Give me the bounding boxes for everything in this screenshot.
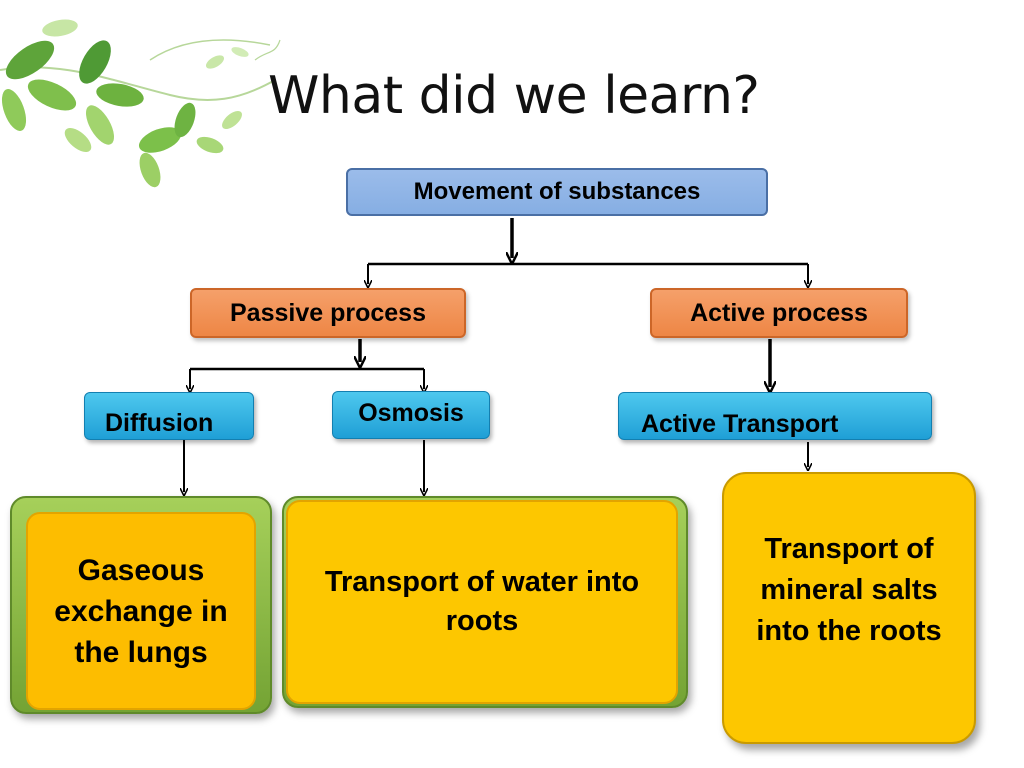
slide-title: What did we learn? xyxy=(268,66,760,126)
diffusion-example-text: Gaseous exchange in the lungs xyxy=(54,553,228,669)
vine-stem xyxy=(0,39,281,101)
leaf-vine-decoration xyxy=(0,19,281,188)
active-transport-example-card: Transport of mineral salts into the root… xyxy=(722,472,976,744)
active-transport-example-text: Transport of mineral salts into the root… xyxy=(756,532,942,647)
node-osmosis-label: Osmosis xyxy=(358,398,464,427)
node-movement-of-substances: Movement of substances xyxy=(346,168,768,216)
osmosis-example-text: Transport of water into roots xyxy=(324,566,640,637)
node-active-transport: Active Transport xyxy=(618,392,932,440)
node-diffusion-label: Diffusion xyxy=(105,408,214,437)
node-active-transport-label: Active Transport xyxy=(641,409,839,438)
node-active-process-label: Active process xyxy=(690,298,868,327)
node-movement-of-substances-label: Movement of substances xyxy=(413,178,701,205)
node-passive-process: Passive process xyxy=(190,288,466,338)
node-osmosis: Osmosis xyxy=(332,391,490,439)
leaf-cluster xyxy=(1,19,249,188)
node-passive-process-label: Passive process xyxy=(230,298,426,327)
node-active-process: Active process xyxy=(650,288,908,338)
diffusion-example-card: Gaseous exchange in the lungs xyxy=(26,512,256,710)
node-diffusion: Diffusion xyxy=(84,392,254,440)
osmosis-example-card: Transport of water into roots xyxy=(286,500,678,704)
